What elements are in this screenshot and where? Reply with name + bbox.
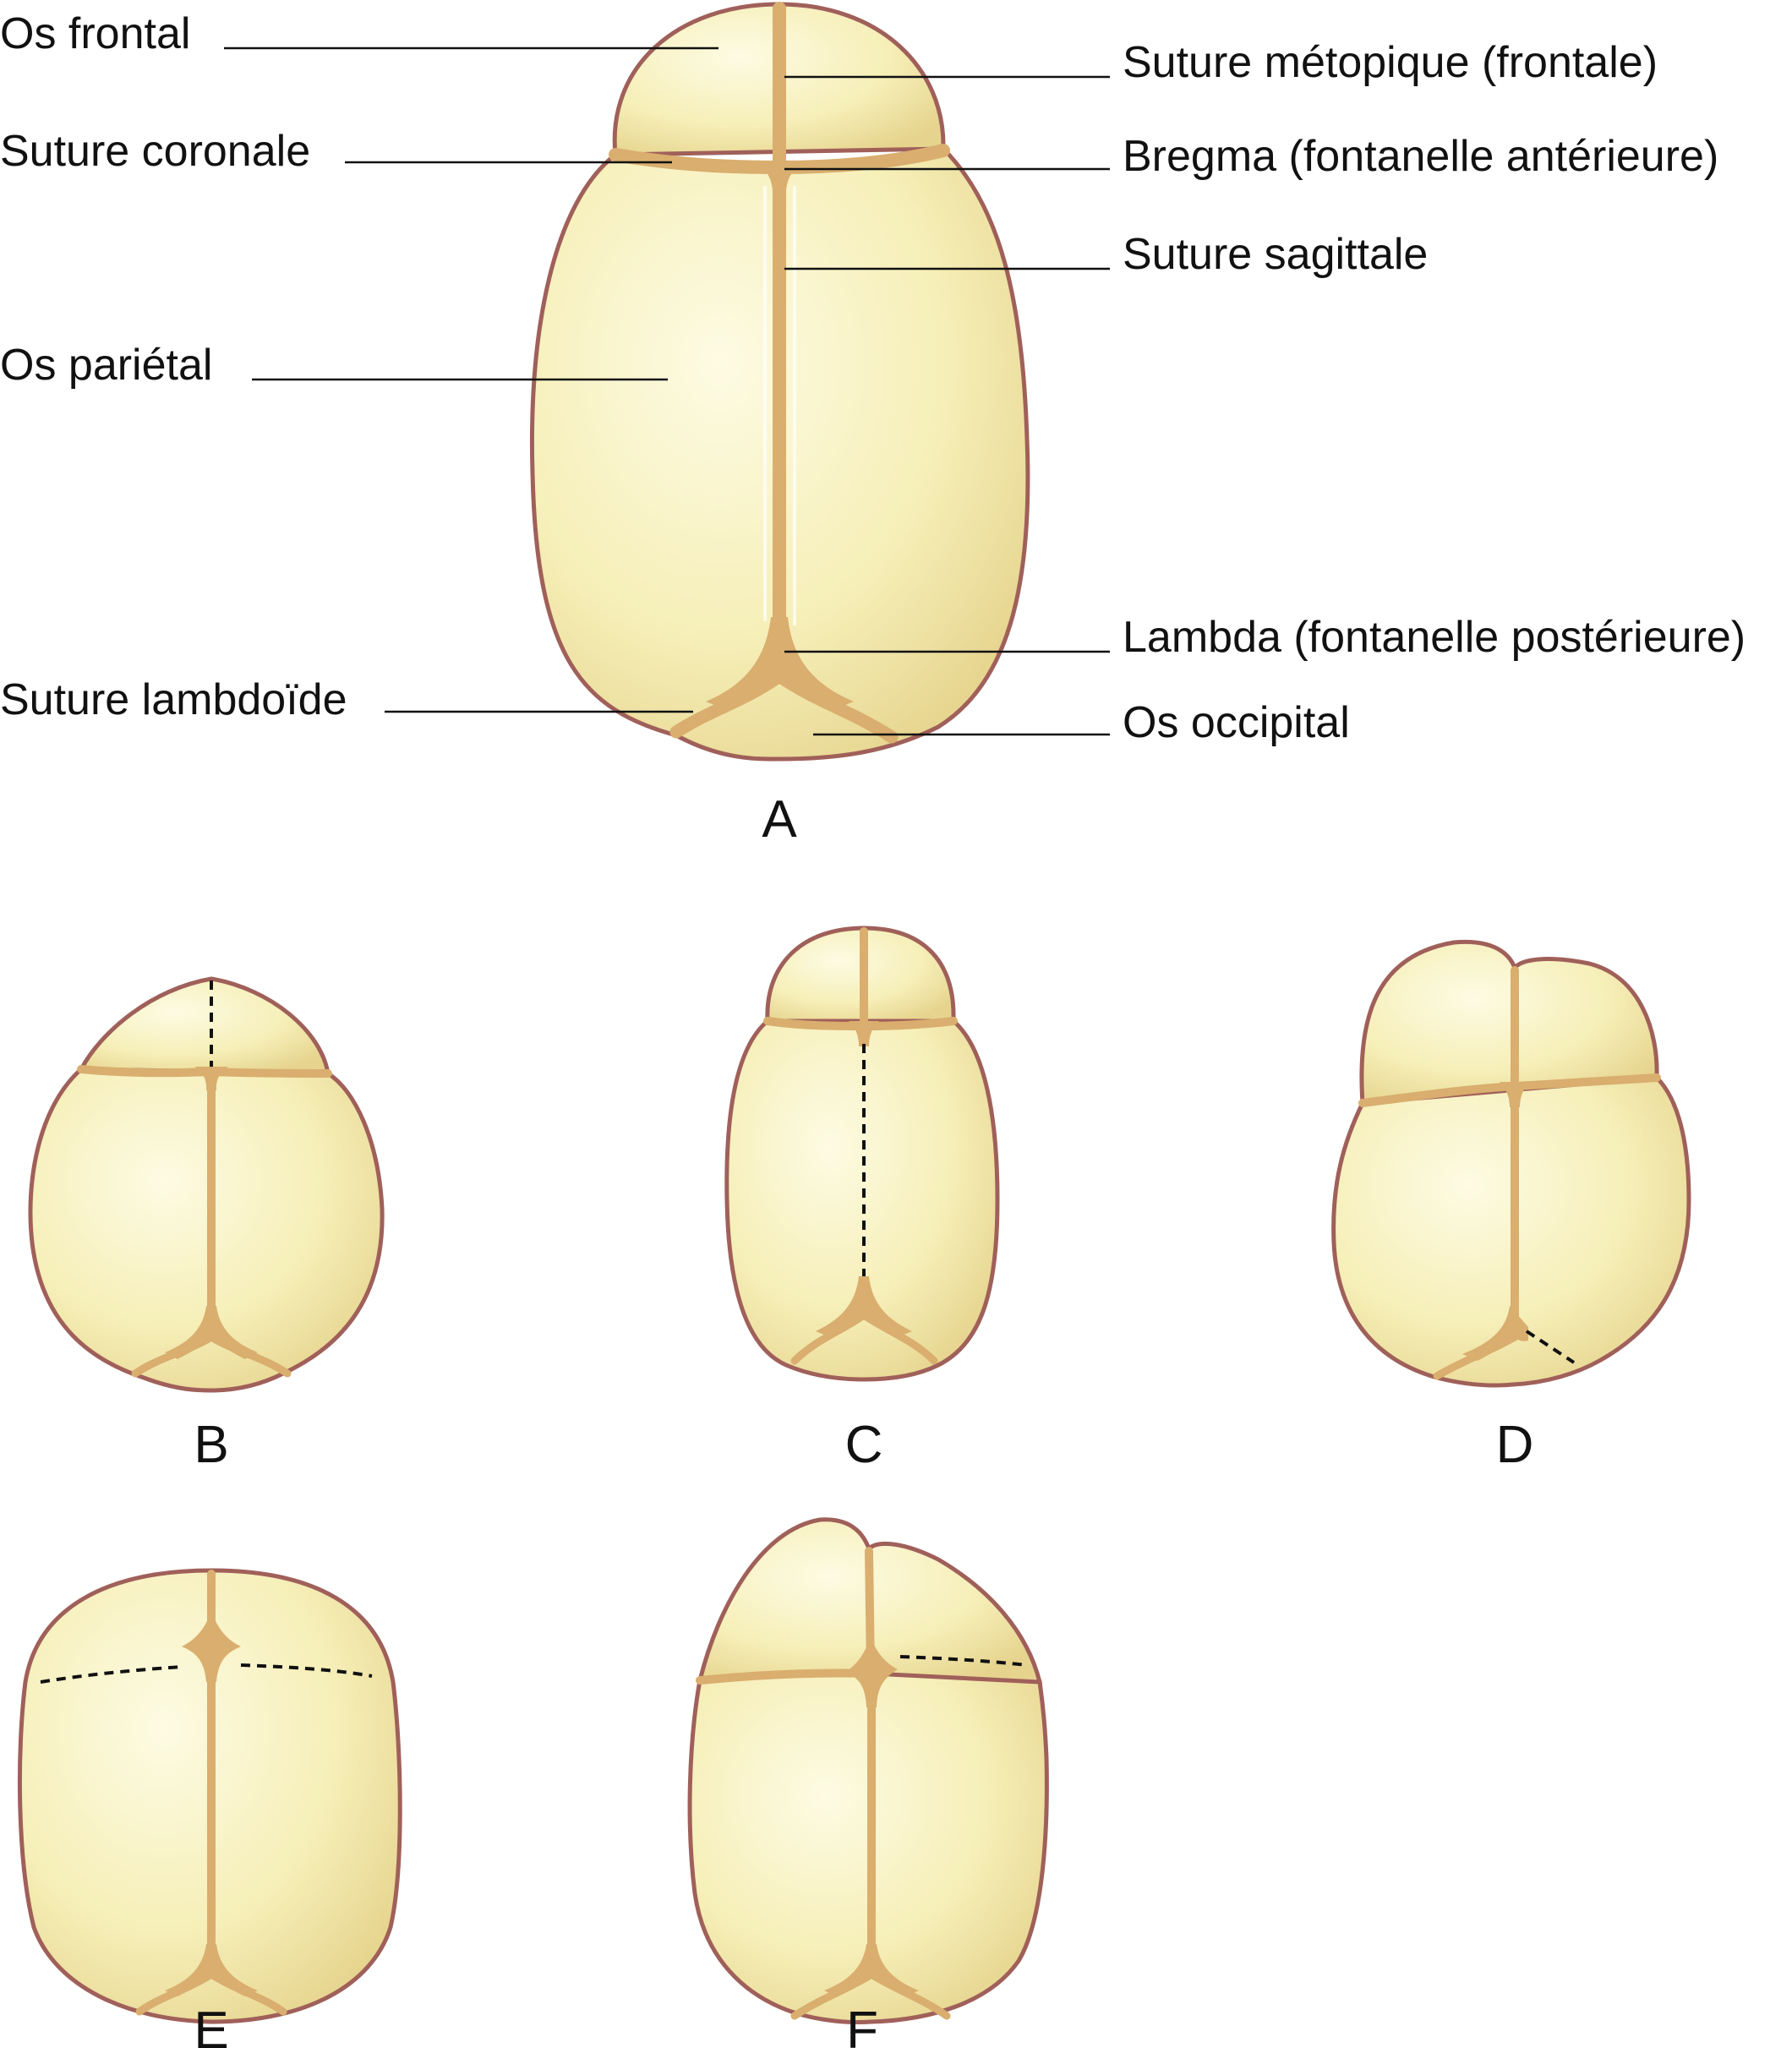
skull-f-lambdoid-suture <box>790 1970 951 2020</box>
label-lambda: Lambda (fontanelle postérieure) <box>1123 613 1746 662</box>
skull-f-unicoronal-synostosis: F <box>687 1517 1049 2048</box>
skull-c-lambda <box>816 1276 912 1337</box>
skull-d-lambda <box>1462 1306 1528 1361</box>
skull-e-bicoronal-synostosis: E <box>17 1568 402 2048</box>
label-bregma: Bregma (fontanelle antérieure) <box>1123 132 1718 181</box>
skull-a-lambdoid-suture <box>669 669 899 744</box>
panel-label-f: F <box>846 2002 878 2048</box>
skull-d-lambdoid-suture-left <box>1433 1333 1519 1380</box>
label-metopic-suture: Suture métopique (frontale) <box>1123 38 1658 87</box>
panel-label-a: A <box>762 790 797 849</box>
label-occipital-bone: Os occipital <box>1123 698 1350 747</box>
label-frontal-bone: Os frontal <box>0 9 190 58</box>
skull-a-normal <box>530 2 1030 762</box>
skull-f-bregma <box>845 1636 898 1707</box>
skull-f-fused-coronal-dashed <box>899 1655 1028 1667</box>
skull-b-lambdoid-suture <box>131 1333 292 1378</box>
panel-label-d: D <box>1496 1416 1534 1474</box>
skull-b-frontal-bone <box>77 976 331 1076</box>
label-lambdoid-suture: Suture lambdoïde <box>0 675 347 724</box>
skull-b-metopic-synostosis: B <box>28 976 385 1474</box>
skull-c-sagittal-synostosis: C <box>724 926 1000 1474</box>
skull-c-cranium <box>724 1019 1000 1382</box>
skull-e-bregma <box>182 1610 241 1682</box>
panel-label-e: E <box>194 2002 228 2048</box>
label-sagittal-suture: Suture sagittale <box>1123 230 1428 279</box>
label-parietal-bone: Os pariétal <box>0 341 212 390</box>
panel-label-c: C <box>845 1416 883 1474</box>
skull-a-highlight <box>763 186 796 625</box>
skull-c-bregma <box>849 1021 879 1046</box>
skull-e-lambdoid-suture <box>135 1970 287 2016</box>
skull-e-fused-coronal-dashed <box>40 1663 373 1684</box>
label-coronal-suture: Suture coronale <box>0 127 310 176</box>
skull-a-lambda <box>706 617 854 710</box>
panel-label-b: B <box>194 1416 228 1474</box>
skull-a-leaders <box>224 46 1110 736</box>
skull-a-labels: Os frontal Suture coronale Os pariétal S… <box>0 9 1746 849</box>
skull-c-lambdoid-suture <box>790 1311 938 1365</box>
skull-d-lambdoid-synostosis: D <box>1331 939 1691 1474</box>
